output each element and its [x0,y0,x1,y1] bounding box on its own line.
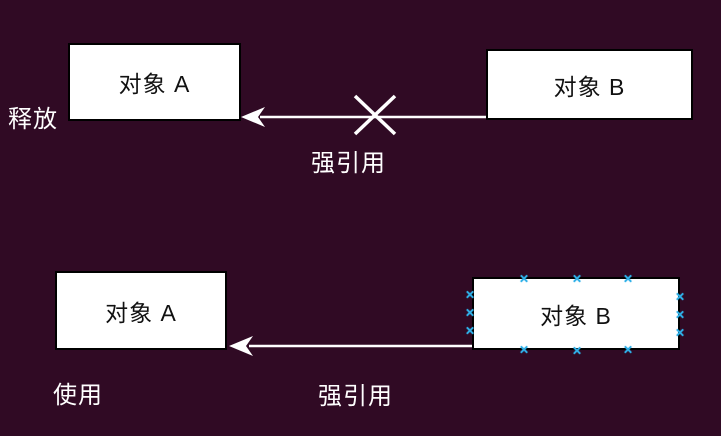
object-b-label: 对象 B [553,73,626,100]
object-b-box-bottom[interactable]: 对象 B [472,277,680,350]
selection-handle-icon[interactable]: × [675,324,685,342]
selection-handle-icon[interactable]: × [675,288,685,306]
object-a-label: 对象 A [118,71,191,97]
selection-handle-icon[interactable]: × [465,322,475,340]
object-a-box-bottom[interactable]: 对象 A [55,271,227,350]
strong-reference-label-top: 强引用 [311,150,386,177]
release-action-label: 释放 [8,106,58,133]
object-b-box-top[interactable]: 对象 B [486,49,693,120]
selection-handle-icon[interactable]: × [572,270,582,288]
selection-handle-icon[interactable]: × [675,306,685,324]
strong-reference-arrow-bottom[interactable] [225,324,475,369]
object-b-label: 对象 B [540,302,612,329]
selection-handle-icon[interactable]: × [519,341,529,359]
selection-handle-icon[interactable]: × [572,342,582,360]
selection-handle-icon[interactable]: × [623,270,633,288]
selection-handle-icon[interactable]: × [519,270,529,288]
strong-reference-label-bottom: 强引用 [318,383,393,410]
object-a-label: 对象 A [105,299,177,326]
object-b-selected-group[interactable]: 对象 B × × × × × × × × × × × × [466,272,685,359]
selection-handle-icon[interactable]: × [465,304,475,322]
object-a-box-top[interactable]: 对象 A [68,43,241,121]
selection-handle-icon[interactable]: × [465,286,475,304]
use-action-label: 使用 [53,382,103,409]
selection-handle-icon[interactable]: × [623,341,633,359]
broken-reference-x-icon [353,94,397,136]
